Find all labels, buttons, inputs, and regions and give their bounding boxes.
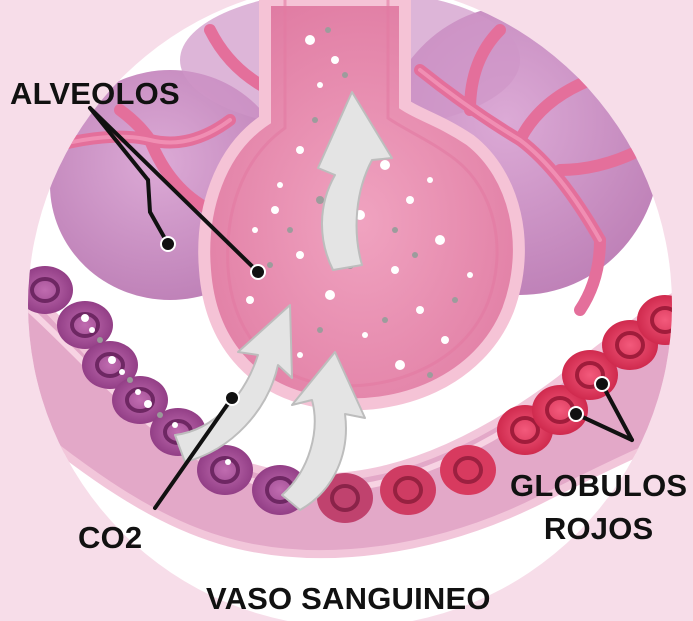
label-globulos-line2: ROJOS: [510, 513, 687, 544]
label-co2: CO2: [78, 522, 142, 553]
label-globulos-rojos: GLOBULOS ROJOS: [510, 470, 687, 544]
label-vaso-sanguineo: VASO SANGUINEO: [206, 583, 491, 614]
label-alveolos: ALVEOLOS: [10, 78, 180, 109]
label-globulos-line1: GLOBULOS: [510, 470, 687, 501]
